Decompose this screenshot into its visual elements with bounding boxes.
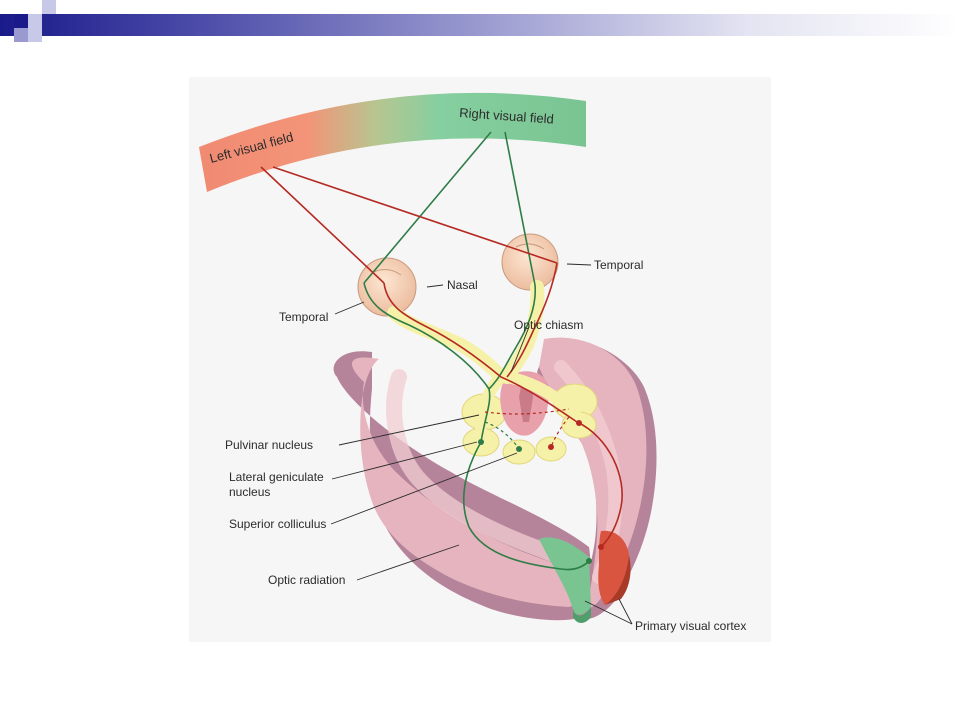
- temporal-right-label: Temporal: [594, 258, 643, 272]
- deco-square-light: [28, 14, 42, 28]
- right-visual-field-label: Right visual field: [459, 105, 554, 127]
- visual-cortex-red-side: [605, 555, 631, 605]
- primary-visual-cortex-label: Primary visual cortex: [635, 619, 746, 633]
- synapse-lgn-right: [576, 420, 582, 426]
- deco-square-dark: [14, 14, 28, 28]
- visual-field-band: [199, 92, 586, 192]
- synapse-colliculus-left: [516, 446, 522, 452]
- left-hemisphere-side: [333, 351, 591, 621]
- visual-pathway-figure: Left visual field Right visual field: [189, 77, 771, 642]
- label-leaders: [330, 263, 633, 625]
- green-pathway: [363, 131, 590, 571]
- synapse-lgn-left: [478, 439, 484, 445]
- deco-square-mid-2: [14, 28, 28, 42]
- visual-cortex-green-side: [573, 607, 591, 623]
- optic-tract-left: [475, 371, 507, 433]
- synapse-colliculus-right: [548, 444, 554, 450]
- visual-pathway-diagram: Left visual field Right visual field: [199, 92, 746, 633]
- synapse-cortex-red: [598, 544, 604, 550]
- right-eye-lens: [515, 243, 545, 250]
- lgn-label-line2: nucleus: [229, 485, 270, 499]
- left-eye-lens: [371, 269, 402, 276]
- optic-tract-right: [501, 371, 583, 423]
- optic-chiasm-label: Optic chiasm: [514, 318, 583, 332]
- visual-cortex-green: [539, 537, 591, 615]
- nasal-label: Nasal: [447, 278, 478, 292]
- superior-colliculus-label: Superior colliculus: [229, 517, 326, 531]
- synapse-cortex-green: [586, 558, 592, 564]
- optic-radiation-label: Optic radiation: [268, 573, 345, 587]
- red-pathway: [260, 166, 623, 548]
- deco-square-light-2: [42, 0, 56, 14]
- optic-nerve-left: [387, 306, 508, 384]
- left-hemisphere: [351, 357, 587, 607]
- title-bar-gradient: [0, 14, 960, 36]
- pulvinar-nucleus-label: Pulvinar nucleus: [225, 438, 313, 452]
- temporal-left-label: Temporal: [279, 310, 328, 324]
- deco-square-mid: [28, 28, 42, 42]
- lgn-label-line1: Lateral geniculate: [229, 470, 324, 484]
